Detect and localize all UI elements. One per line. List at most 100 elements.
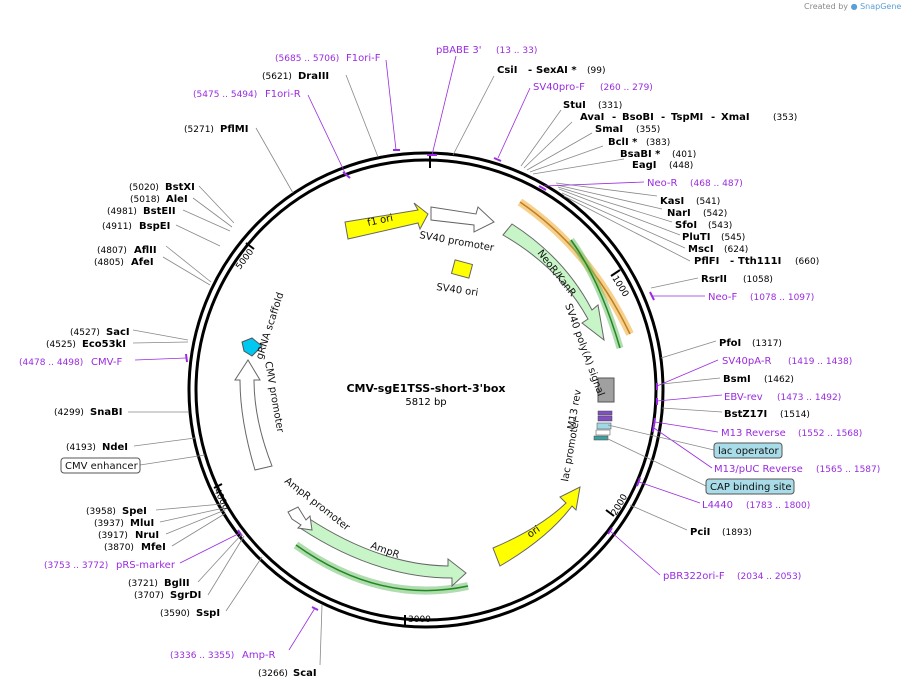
primer-prs-marker[interactable]: (3753 .. 3772)pRS-marker: [44, 560, 176, 571]
site-rsr-ii[interactable]: RsrII(1058): [701, 274, 773, 285]
svg-text:SgrDI: SgrDI: [170, 590, 201, 601]
primer-labels: pBABE 3'(13 .. 33) SV40pro-F(260 .. 279)…: [19, 45, 880, 661]
primer-mark-neo-r: [538, 185, 547, 191]
primer-pbabe3[interactable]: pBABE 3'(13 .. 33): [436, 45, 537, 56]
primer-f1ori-f[interactable]: (5685 .. 5706)F1ori-F: [275, 53, 381, 64]
lac-operator-box[interactable]: lac operator: [713, 442, 783, 459]
svg-text:M13 Reverse: M13 Reverse: [721, 428, 786, 439]
svg-text:BstZ17I: BstZ17I: [724, 409, 767, 420]
primer-neo-f[interactable]: Neo-F(1078 .. 1097): [708, 292, 814, 303]
site-mfe-i[interactable]: (3870)MfeI: [104, 542, 166, 553]
feature-f1-ori[interactable]: f1 ori: [344, 202, 429, 240]
svg-text:(541): (541): [696, 197, 720, 207]
feature-sv40-promoter[interactable]: SV40 promoter: [418, 206, 496, 254]
site-pfo-i[interactable]: PfoI(1317): [719, 338, 782, 349]
site-pflf-i[interactable]: PflFI- Tth111I(660): [694, 256, 819, 267]
svg-text:(5685 .. 5706): (5685 .. 5706): [275, 54, 339, 64]
svg-text:(542): (542): [703, 209, 727, 219]
site-bsab-i[interactable]: BsaBI *(401): [620, 149, 696, 160]
tick-label-3000: 3000: [408, 615, 431, 625]
site-snab-i[interactable]: (4299) SnaBI: [54, 407, 122, 418]
site-mlu-i[interactable]: (3937)MluI: [94, 518, 154, 529]
primer-ebv-rev[interactable]: EBV-rev(1473 .. 1492): [724, 392, 841, 403]
feature-label-sv40-promoter: SV40 promoter: [418, 230, 495, 254]
site-bste-ii[interactable]: (4981)BstEII: [107, 206, 176, 217]
feature-lac-operator-mark[interactable]: [596, 422, 612, 430]
site-afe-i[interactable]: (4805)AfeI: [94, 257, 154, 268]
site-sgrd-i[interactable]: (3707) SgrDI: [134, 590, 201, 601]
site-msc-i[interactable]: MscI(624): [688, 244, 748, 255]
site-stu-i[interactable]: StuI(331): [563, 100, 622, 111]
svg-text:SfoI: SfoI: [675, 220, 697, 231]
primer-sv40pro-f[interactable]: SV40pro-F(260 .. 279): [533, 82, 653, 93]
primer-mark-cmv-f: [185, 353, 188, 363]
svg-text:(13 .. 33): (13 .. 33): [496, 46, 537, 56]
svg-text:(1419 .. 1438): (1419 .. 1438): [788, 357, 852, 367]
cap-binding-site-box[interactable]: CAP binding site: [705, 478, 795, 495]
site-spe-i[interactable]: (3958)SpeI: [86, 506, 147, 517]
site-pflm-i[interactable]: (5271)PflMI: [184, 124, 248, 135]
svg-text:BsmI: BsmI: [723, 374, 751, 385]
site-nar-i[interactable]: NarI(542): [667, 208, 727, 219]
site-eag-i[interactable]: EagI(448): [632, 160, 693, 171]
primer-pbr322ori-f[interactable]: pBR322ori-F(2034 .. 2053): [663, 571, 801, 582]
svg-text:(4299): (4299): [54, 408, 84, 418]
svg-text:-: -: [661, 112, 665, 123]
primer-neo-r[interactable]: Neo-R(468 .. 487): [647, 178, 743, 189]
site-ava-i[interactable]: AvaI- BsoBI- TspMI- XmaI(353): [580, 112, 797, 123]
feature-sv40-ori[interactable]: SV40 ori: [436, 259, 479, 299]
svg-text:(3707): (3707): [134, 591, 164, 601]
primer-l4440[interactable]: L4440(1783 .. 1800): [702, 500, 810, 511]
svg-text:(3958): (3958): [86, 507, 116, 517]
site-dra-iii[interactable]: (5621)DraIII: [262, 71, 329, 82]
svg-text:(5475 .. 5494): (5475 .. 5494): [193, 90, 257, 100]
svg-text:pBR322ori-F: pBR322ori-F: [663, 571, 725, 582]
svg-text:MluI: MluI: [130, 518, 154, 529]
svg-text:(1783 .. 1800): (1783 .. 1800): [746, 501, 810, 511]
site-bgl-ii[interactable]: (3721)BglII: [128, 578, 190, 589]
primer-m13puc-reverse[interactable]: M13/pUC Reverse(1565 .. 1587): [714, 464, 880, 475]
site-kas-i[interactable]: KasI(541): [660, 196, 720, 207]
svg-text:PluTI: PluTI: [682, 232, 710, 243]
site-bsm-i[interactable]: BsmI(1462): [723, 374, 794, 385]
site-bspe-i[interactable]: (4911)BspEI: [102, 221, 170, 232]
site-bstz17i[interactable]: BstZ17I(1514): [724, 409, 810, 420]
site-bcl-i[interactable]: BclI *(383): [608, 137, 670, 148]
site-pci-i[interactable]: PciI(1893): [690, 527, 752, 538]
site-bstx-i[interactable]: (5020)BstXI: [129, 182, 195, 193]
cmv-enhancer-box[interactable]: CMV enhancer: [60, 457, 141, 474]
svg-text:EagI: EagI: [632, 160, 656, 171]
feature-grna-scaffold[interactable]: gRNA scaffold: [241, 291, 286, 361]
site-plut-i[interactable]: PluTI(545): [682, 232, 745, 243]
site-sac-i[interactable]: (4527)SacI: [70, 327, 130, 338]
primer-sv40pa-r[interactable]: SV40pA-R(1419 .. 1438): [722, 356, 852, 367]
svg-text:(3721): (3721): [128, 579, 158, 589]
primer-f1ori-r[interactable]: (5475 .. 5494)F1ori-R: [193, 89, 301, 100]
svg-text:AleI: AleI: [166, 194, 188, 205]
feature-label-f1-ori: f1 ori: [366, 213, 394, 229]
primer-amp-r[interactable]: (3336 .. 3355)Amp-R: [170, 650, 276, 661]
svg-text:BsaBI *: BsaBI *: [620, 149, 661, 160]
feature-ampr[interactable]: AmpR: [293, 517, 469, 595]
feature-label-sv40-ori: SV40 ori: [436, 282, 479, 299]
primer-m13-reverse[interactable]: M13 Reverse(1552 .. 1568): [721, 428, 862, 439]
primer-cmv-f[interactable]: (4478 .. 4498)CMV-F: [19, 357, 122, 368]
site-sma-i[interactable]: SmaI(355): [595, 124, 660, 135]
feature-ori[interactable]: ori: [492, 486, 581, 567]
site-csi-i[interactable]: CsiI- SexAI *(99): [497, 65, 605, 76]
site-eco53k-i[interactable]: (4525)Eco53kI: [46, 339, 126, 350]
cap-binding-site-label: CAP binding site: [710, 482, 792, 493]
primer-leader-lines: [134, 55, 723, 651]
svg-text:SnaBI: SnaBI: [90, 407, 122, 418]
site-ale-i[interactable]: (5018)AleI: [130, 194, 188, 205]
plasmid-title: CMV-sgE1TSS-short-3'box: [346, 382, 505, 395]
site-nru-i[interactable]: (3917)NruI: [98, 530, 159, 541]
site-afl-ii[interactable]: (4807)AflII: [97, 245, 157, 256]
feature-cmv-promoter[interactable]: CMV promoter: [234, 359, 286, 471]
site-sfo-i[interactable]: SfoI(543): [675, 220, 732, 231]
svg-text:Amp-R: Amp-R: [242, 650, 276, 661]
site-ssp-i[interactable]: (3590)SspI: [160, 608, 220, 619]
site-nde-i[interactable]: (4193)NdeI: [66, 442, 128, 453]
site-sca-i[interactable]: (3266)ScaI: [258, 668, 317, 679]
svg-text:NruI: NruI: [135, 530, 159, 541]
